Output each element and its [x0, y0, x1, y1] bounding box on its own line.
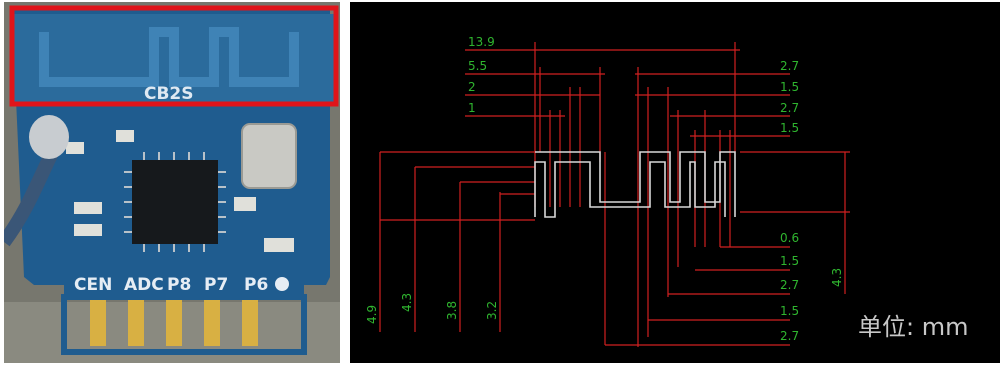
gold-fingers: [90, 300, 258, 346]
dim-5-5: 5.5: [468, 59, 487, 73]
solder-joint: [29, 115, 69, 159]
passive-components: [66, 130, 294, 252]
antenna-meander-outline: [534, 151, 736, 218]
module-label: CB2S: [144, 84, 194, 104]
pin-label-p8: P8: [167, 275, 191, 295]
dimension-drawing-svg: 13.9 5.5 2 1 2.7 1.5 2.7 1.5 0.6 1.5 2.7…: [365, 35, 968, 347]
dim-bottom-right-2: 1.5: [780, 254, 799, 268]
antenna-dimension-drawing: 13.9 5.5 2 1 2.7 1.5 2.7 1.5 0.6 1.5 2.7…: [350, 2, 1000, 363]
dim-top-right-4: 1.5: [780, 121, 799, 135]
pin-label-p6: P6: [244, 275, 268, 295]
dim-vert-right-4-3: 4.3: [830, 268, 844, 287]
antenna-highlight-box: [9, 5, 339, 107]
dim-top-right-1: 2.7: [780, 59, 799, 73]
dim-bottom-right-3: 2.7: [780, 278, 799, 292]
dim-top-right-2: 1.5: [780, 80, 799, 94]
chip-pins: [124, 152, 226, 252]
pin-label-group: CEN ADC P8 P7 P6: [74, 275, 268, 295]
module-photo-art: CB2S CEN ADC P8: [4, 2, 340, 363]
dim-vert-3-8: 3.8: [445, 301, 459, 320]
unit-label: 单位: mm: [858, 313, 968, 341]
dim-bottom-right-4: 1.5: [780, 304, 799, 318]
finger-tab: [61, 294, 307, 355]
crystal: [241, 123, 297, 189]
dim-2: 2: [468, 80, 476, 94]
dim-bottom-right-5: 2.7: [780, 329, 799, 343]
dimension-texts: 13.9 5.5 2 1 2.7 1.5 2.7 1.5 0.6 1.5 2.7…: [365, 35, 844, 343]
module-photo: CB2S CEN ADC P8: [4, 2, 340, 363]
dim-top-right-3: 2.7: [780, 101, 799, 115]
dim-13-9: 13.9: [468, 35, 495, 49]
dim-vert-4-9: 4.9: [365, 305, 379, 324]
dim-bottom-right-1: 0.6: [780, 231, 799, 245]
dim-1: 1: [468, 101, 476, 115]
pin1-marker: [275, 277, 289, 291]
antenna-trace: [39, 27, 299, 87]
pin-label-p7: P7: [204, 275, 228, 295]
dim-vert-3-2: 3.2: [485, 301, 499, 320]
pin-label-cen: CEN: [74, 275, 112, 295]
dim-vert-4-3: 4.3: [400, 293, 414, 312]
main-chip: [132, 160, 218, 244]
pin-label-adc: ADC: [124, 275, 164, 295]
